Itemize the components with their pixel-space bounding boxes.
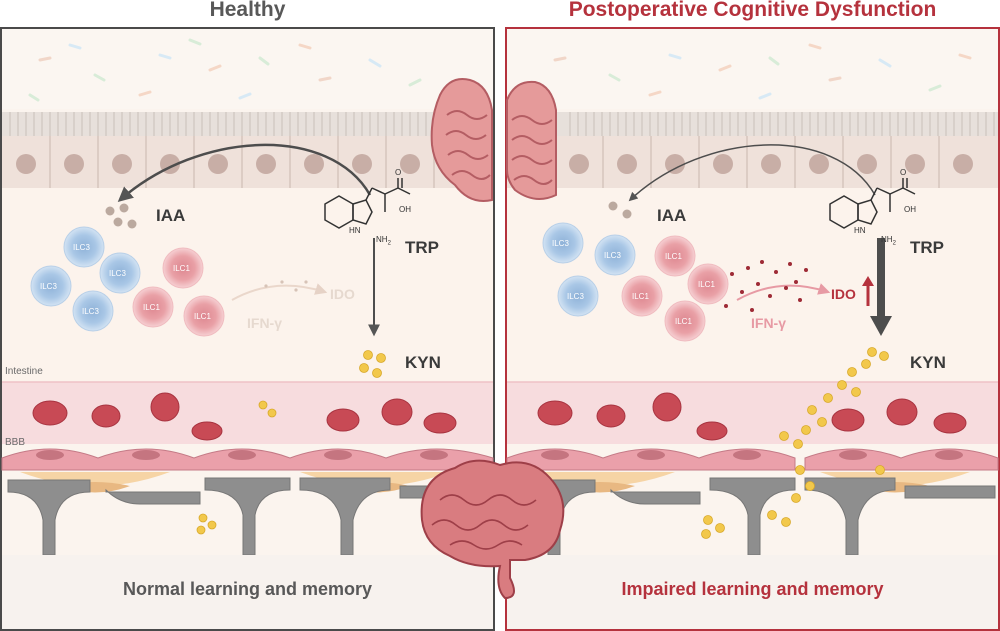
kyn-molecules-pocd	[701, 347, 889, 539]
pocd-panel	[505, 27, 1000, 631]
kyn-label: KYN	[405, 353, 441, 372]
intestine-organ-pocd	[506, 80, 557, 200]
trp-to-kyn-arrowhead-pocd	[870, 316, 892, 336]
iaa-molecules	[105, 203, 137, 229]
blood-vessel	[2, 382, 493, 444]
ilc3-cells-pocd	[542, 222, 636, 317]
o-label: O	[395, 168, 402, 177]
gut-microbes	[28, 38, 422, 102]
pocd-caption: Impaired learning and memory	[621, 579, 884, 599]
kyn-molecules	[196, 350, 386, 535]
ilc1-label-pocd-2: ILC1	[698, 280, 715, 289]
iaa-molecules-pocd	[608, 201, 632, 219]
gut-lumen	[2, 29, 493, 109]
lamina-propria	[2, 188, 493, 388]
trp-to-iaa-arrow	[117, 143, 372, 202]
ifn-particles	[264, 280, 308, 292]
nh2-subscript-pocd: 2	[892, 240, 896, 247]
oh-label-pocd: OH	[904, 205, 916, 214]
ilc3-cells	[30, 226, 141, 332]
ilc3-label-pocd-2: ILC3	[604, 251, 621, 260]
intestinal-epithelium	[2, 112, 493, 188]
brain-organ	[420, 459, 565, 600]
ilc1-label-pocd-3: ILC1	[632, 292, 649, 301]
nh2-text-pocd: NH	[881, 235, 893, 244]
nh2-label-pocd: NH2	[881, 235, 896, 247]
trp-label: TRP	[405, 238, 439, 257]
ilc1-label-pocd-4: ILC1	[675, 317, 692, 326]
trp-structure-pocd	[829, 178, 916, 229]
trp-label-pocd: TRP	[910, 238, 944, 257]
ifn-gamma-label-pocd: IFN-γ	[751, 315, 786, 331]
ilc3-label-1: ILC3	[73, 243, 90, 252]
kyn-label-pocd: KYN	[910, 353, 946, 372]
ilc1-cells	[132, 247, 225, 337]
healthy-panel	[0, 27, 495, 631]
ifn-gamma-label: IFN-γ	[247, 315, 282, 331]
gut-microbes-pocd	[553, 43, 972, 100]
ido-increase-arrow	[862, 276, 874, 306]
red-blood-cells	[32, 392, 457, 441]
intestinal-epithelium-pocd	[507, 112, 998, 188]
trp-to-iaa-arrow-pocd	[628, 144, 876, 202]
iaa-label: IAA	[156, 206, 186, 225]
endothelial-layer	[1, 448, 494, 471]
intestine-label: Intestine	[5, 366, 43, 377]
ilc3-label-3: ILC3	[109, 269, 126, 278]
bbb-label: BBB	[5, 437, 26, 448]
ido-label-pocd: IDO	[831, 286, 856, 302]
o-label-pocd: O	[900, 168, 907, 177]
endothelial-layer-pocd	[506, 448, 999, 471]
hn-label-pocd: HN	[854, 226, 866, 235]
ilc3-label-4: ILC3	[82, 307, 99, 316]
oh-label: OH	[399, 205, 411, 214]
ilc3-label-pocd-1: ILC3	[552, 239, 569, 248]
brain-parenchyma	[2, 555, 493, 629]
astrocyte-endfeet	[7, 477, 431, 556]
trp-structure	[324, 178, 411, 229]
ifn-to-ido-arrow	[231, 283, 328, 301]
healthy-caption: Normal learning and memory	[122, 579, 373, 599]
ilc3-label-2: ILC3	[40, 282, 57, 291]
ilc1-label-pocd-1: ILC1	[665, 252, 682, 261]
hn-label: HN	[349, 226, 361, 235]
ifn-to-ido-arrow-pocd	[736, 283, 831, 301]
ido-label: IDO	[330, 286, 355, 302]
ilc1-cells-pocd	[621, 235, 729, 342]
ifn-particles-pocd	[724, 260, 808, 312]
intestine-organ	[430, 78, 493, 202]
iaa-label-pocd: IAA	[657, 206, 687, 225]
ilc1-label-3: ILC1	[194, 312, 211, 321]
nh2-label: NH2	[376, 235, 391, 247]
ilc1-label-1: ILC1	[173, 264, 190, 273]
pocd-title: Postoperative Cognitive Dysfunction	[568, 0, 937, 21]
nh2-text: NH	[376, 235, 388, 244]
ilc3-label-pocd-3: ILC3	[567, 292, 584, 301]
red-blood-cells-pocd	[537, 392, 967, 441]
ilc1-label-2: ILC1	[143, 303, 160, 312]
nh2-subscript: 2	[387, 240, 391, 247]
healthy-title: Healthy	[209, 0, 286, 21]
